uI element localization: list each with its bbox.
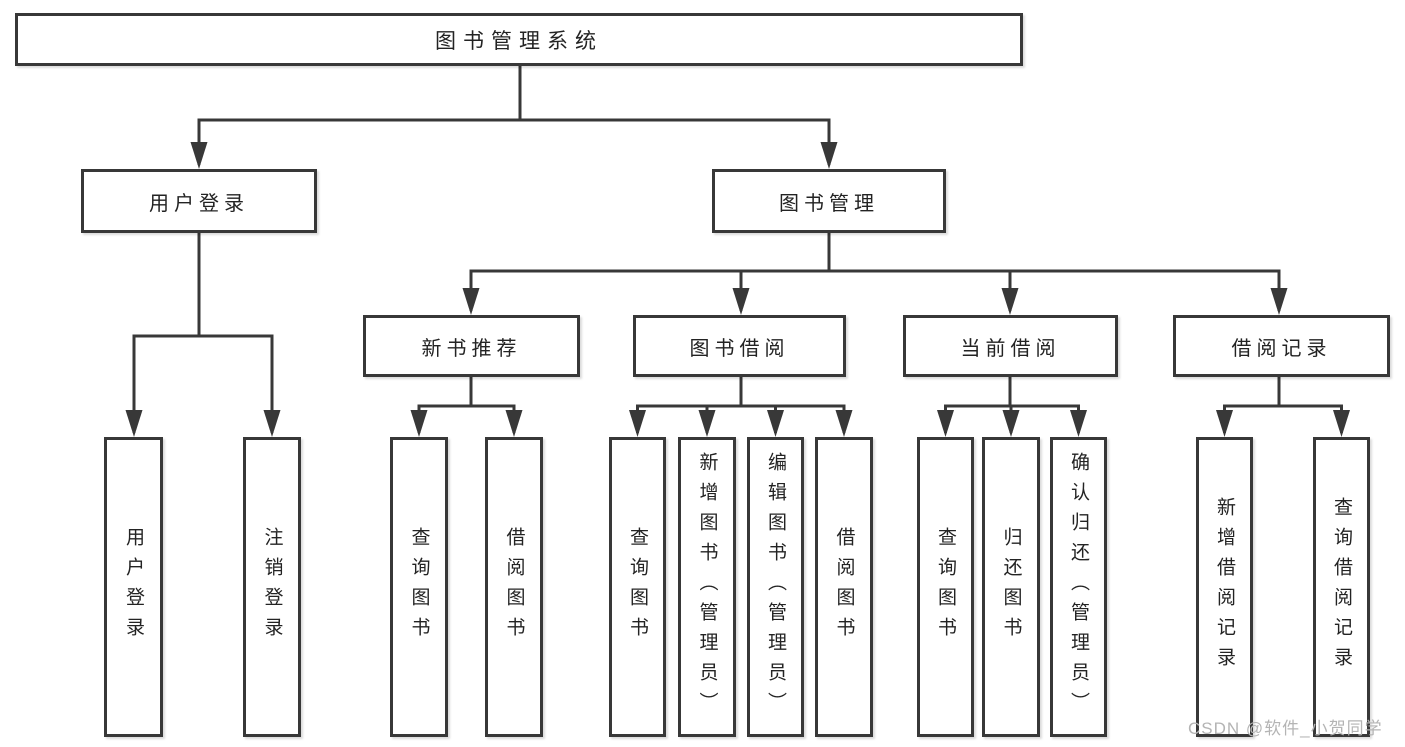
node-label: 查询图书 [935,527,956,647]
node-logout-leaf: 注销登录 [243,437,301,737]
node-borrow-book-a: 借阅图书 [485,437,543,737]
node-label: 借阅记录 [1231,337,1332,360]
node-label: 查询图书 [627,527,648,647]
node-label: 借阅图书 [503,527,525,647]
arrowhead-icon [698,410,716,437]
node-label: 查询借阅记录 [1331,497,1352,677]
node-label: 注销登录 [261,527,283,647]
node-label: 当前借阅 [960,337,1061,360]
node-label: 借阅图书 [833,527,855,647]
node-label: 确认归还（管理员） [1068,452,1089,722]
node-current-borrow: 当前借阅 [903,315,1118,377]
arrowhead-icon [820,142,838,169]
node-query-book-b: 查询图书 [609,437,666,737]
node-add-borrow-record: 新增借阅记录 [1196,437,1253,737]
arrowhead-icon [505,410,523,437]
node-label: 新书推荐 [421,337,522,360]
node-label: 查询图书 [408,527,430,647]
node-book-borrow: 图书借阅 [633,315,846,377]
arrowhead-icon [263,410,281,437]
arrowhead-icon [1216,410,1233,437]
node-label: 图书管理 [779,192,879,215]
node-label: 图书借阅 [689,337,790,360]
node-confirm-return-admin: 确认归还（管理员） [1050,437,1107,737]
node-add-book-admin: 新增图书（管理员） [678,437,736,737]
node-query-borrow-record: 查询借阅记录 [1313,437,1370,737]
arrowhead-icon [767,410,784,437]
arrowhead-icon [1001,288,1019,315]
node-label: 新增借阅记录 [1214,497,1235,677]
node-root: 图书管理系统 [15,13,1023,66]
arrowhead-icon [1270,288,1288,315]
node-label: 新增图书（管理员） [696,452,718,722]
node-borrow-records: 借阅记录 [1173,315,1390,377]
arrowhead-icon [937,410,954,437]
arrowhead-icon [629,410,646,437]
node-label: 图书管理系统 [435,29,603,53]
watermark: CSDN @软件_小贺同学 [1188,719,1383,738]
node-label: 编辑图书（管理员） [765,452,786,722]
arrowhead-icon [1070,410,1087,437]
arrowhead-icon [1002,410,1020,437]
arrowhead-icon [125,410,143,437]
node-label: 用户登录 [123,527,144,647]
node-label: 用户登录 [149,192,249,215]
arrowhead-icon [1333,410,1350,437]
node-book-mgmt: 图书管理 [712,169,946,233]
node-query-book-c: 查询图书 [917,437,974,737]
arrowhead-icon [835,410,853,437]
node-edit-book-admin: 编辑图书（管理员） [747,437,804,737]
node-return-book: 归还图书 [982,437,1040,737]
arrowhead-icon [410,410,428,437]
arrowhead-icon [462,288,480,315]
node-user-login: 用户登录 [81,169,317,233]
arrowhead-icon [732,288,750,315]
node-label: 归还图书 [1000,527,1022,647]
node-new-book-rec: 新书推荐 [363,315,580,377]
node-borrow-book-b: 借阅图书 [815,437,873,737]
node-user-login-leaf: 用户登录 [104,437,163,737]
arrowhead-icon [190,142,208,169]
node-query-book-a: 查询图书 [390,437,448,737]
